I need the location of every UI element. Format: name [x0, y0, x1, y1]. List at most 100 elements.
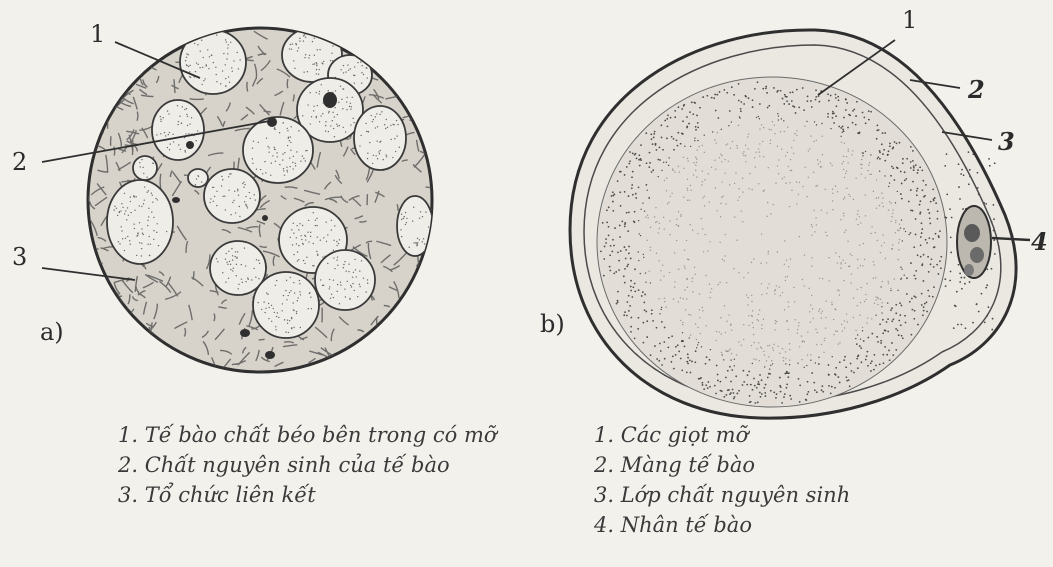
stipple-dot: [128, 215, 129, 216]
fat-droplet: [786, 100, 788, 102]
fat-droplet: [747, 136, 748, 137]
fat-droplet: [719, 91, 721, 93]
fat-droplet: [742, 153, 743, 154]
fat-droplet: [766, 92, 768, 94]
fat-droplet: [844, 327, 845, 328]
stipple-dot: [122, 238, 123, 239]
stipple-dot: [198, 176, 199, 177]
cytoplasm-dot: [960, 173, 962, 175]
fat-droplet: [691, 101, 693, 103]
fat-droplet: [784, 393, 786, 395]
stipple-dot: [356, 276, 357, 277]
fat-droplet: [769, 368, 770, 369]
stipple-dot: [319, 69, 320, 70]
fat-droplet: [933, 200, 935, 202]
stipple-dot: [142, 233, 143, 234]
fat-droplet: [906, 158, 908, 160]
fat-droplet: [916, 194, 918, 196]
fat-droplet: [758, 381, 760, 383]
fat-droplet: [694, 140, 695, 141]
fat-droplet: [754, 385, 756, 387]
nucleus-spot: [172, 197, 180, 203]
fat-droplet: [656, 149, 658, 151]
stipple-dot: [327, 263, 328, 264]
fat-droplet: [848, 151, 849, 152]
fat-droplet: [859, 315, 860, 316]
fat-droplet: [685, 309, 686, 310]
fat-droplet: [780, 391, 782, 393]
fat-droplet: [846, 188, 847, 189]
fat-droplet: [843, 130, 845, 132]
fat-droplet: [922, 263, 924, 265]
fat-droplet: [748, 315, 749, 316]
fat-droplet: [865, 294, 866, 295]
fat-droplet: [784, 309, 785, 310]
fat-droplet: [634, 268, 636, 270]
stipple-dot: [245, 281, 246, 282]
cytoplasm-dot: [989, 165, 991, 167]
fat-droplet: [859, 345, 861, 347]
fat-droplet: [752, 389, 754, 391]
fat-droplet: [682, 324, 683, 325]
fat-droplet: [811, 226, 812, 227]
fat-droplet: [831, 386, 833, 388]
stipple-dot: [406, 218, 407, 219]
fat-droplet: [833, 334, 834, 335]
fat-droplet: [752, 322, 753, 323]
stipple-dot: [276, 152, 277, 153]
stipple-dot: [386, 119, 387, 120]
fat-droplet: [832, 113, 834, 115]
stipple-dot: [296, 311, 297, 312]
fat-droplet: [890, 221, 891, 222]
fat-droplet: [725, 255, 726, 256]
stipple-dot: [264, 312, 265, 313]
fat-droplet: [676, 139, 678, 141]
fat-droplet: [778, 173, 779, 174]
fat-droplet: [793, 153, 794, 154]
stipple-dot: [127, 207, 128, 208]
fat-droplet: [889, 359, 891, 361]
fat-droplet: [890, 290, 891, 291]
stipple-dot: [142, 167, 143, 168]
fat-droplet: [729, 110, 731, 112]
fat-droplet: [767, 253, 768, 254]
fat-droplet: [835, 252, 836, 253]
fat-droplet: [776, 285, 777, 286]
stipple-dot: [242, 282, 243, 283]
stipple-dot: [216, 81, 217, 82]
fat-droplet: [637, 328, 639, 330]
stipple-dot: [271, 162, 272, 163]
fat-droplet: [894, 141, 896, 143]
cytoplasm-dot: [984, 321, 986, 323]
fat-droplet: [811, 265, 812, 266]
fat-droplet: [760, 263, 761, 264]
stipple-dot: [225, 39, 226, 40]
cytoplasm-dot: [949, 280, 951, 282]
stipple-dot: [152, 194, 153, 195]
stipple-dot: [186, 114, 187, 115]
fat-droplet: [713, 97, 715, 99]
stipple-dot: [348, 263, 349, 264]
stipple-dot: [293, 327, 294, 328]
fat-droplet: [718, 117, 720, 119]
fat-droplet: [895, 312, 897, 314]
fat-droplet: [654, 131, 656, 133]
fat-droplet: [674, 116, 676, 118]
stipple-dot: [360, 135, 361, 136]
fat-droplet: [857, 305, 858, 306]
fat-cell: [315, 250, 375, 310]
fat-droplet: [780, 386, 782, 388]
fat-droplet: [635, 193, 637, 195]
fat-droplet: [871, 333, 873, 335]
fat-droplet: [874, 303, 875, 304]
fat-droplet: [630, 326, 632, 328]
stipple-dot: [334, 225, 335, 226]
fat-droplet: [860, 361, 862, 363]
cytoplasm-dot: [954, 305, 956, 307]
fat-droplet: [661, 307, 662, 308]
fat-droplet: [617, 301, 619, 303]
fat-droplet: [684, 346, 686, 348]
connective-fiber: [109, 345, 124, 351]
fat-droplet: [857, 214, 858, 215]
fat-droplet: [832, 117, 834, 119]
